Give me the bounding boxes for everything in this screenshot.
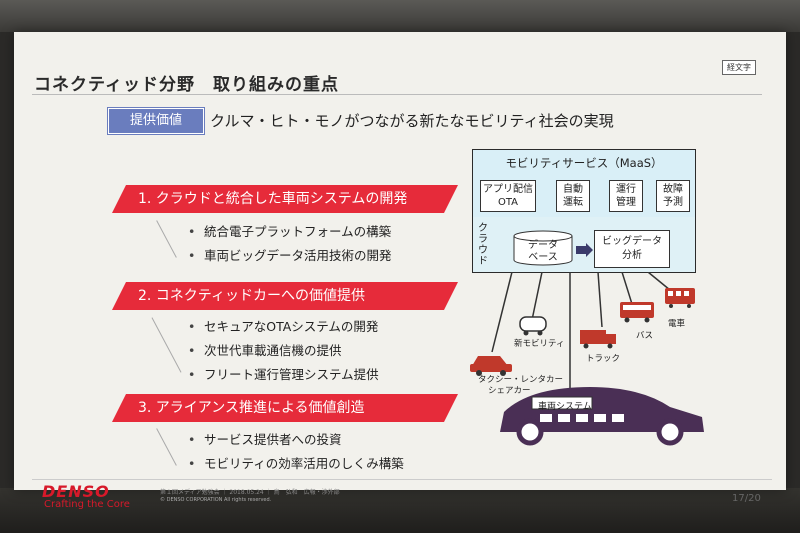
service-label: 自動 bbox=[563, 184, 583, 195]
denso-logo: DENSO bbox=[42, 482, 110, 501]
page-number: 17/20 bbox=[732, 493, 761, 504]
bullet-item: 統合電子プラットフォームの構築 bbox=[186, 220, 392, 244]
maas-box: モビリティサービス（MaaS） アプリ配信 OTA 自動 運転 運行 管理 故障… bbox=[472, 149, 696, 219]
section-heading-2: 2. コネクティッドカーへの価値提供 bbox=[112, 282, 458, 310]
service-label: 管理 bbox=[616, 197, 636, 208]
new-mobility-label: 新モビリティ bbox=[514, 339, 565, 349]
service-label: 予測 bbox=[663, 197, 683, 208]
truck-label: トラック bbox=[586, 354, 621, 364]
bullet-item: サービス提供者への投資 bbox=[186, 428, 404, 452]
service-failure-predict: 故障 予測 bbox=[656, 180, 690, 212]
service-autonomous: 自動 運転 bbox=[556, 180, 590, 212]
service-label: 故障 bbox=[663, 184, 683, 195]
slide-title: コネクティッド分野 取り組みの重点 bbox=[34, 75, 339, 95]
footer-divider bbox=[32, 479, 772, 480]
section-heading-3: 3. アライアンス推進による価値創造 bbox=[112, 394, 458, 422]
service-app-ota: アプリ配信 OTA bbox=[480, 180, 536, 212]
service-label: アプリ配信 bbox=[483, 184, 533, 195]
taxi-label: タクシー・レンタカー シェアカー bbox=[478, 375, 563, 397]
section-heading-1: 1. クラウドと統合した車両システムの開発 bbox=[112, 185, 458, 213]
maas-title: モビリティサービス（MaaS） bbox=[505, 156, 663, 170]
bigdata-label: ビッグデータ bbox=[602, 236, 662, 247]
service-label: 運転 bbox=[563, 197, 583, 208]
bigdata-box: ビッグデータ 分析 bbox=[594, 230, 670, 268]
taxi-label-line: シェアカー bbox=[488, 386, 531, 396]
truck-icon bbox=[580, 330, 616, 349]
bullet-item: 次世代車載通信機の提供 bbox=[186, 339, 379, 363]
title-divider bbox=[32, 94, 762, 95]
arrow-right-icon bbox=[576, 243, 593, 257]
footer-copyright: © DENSO CORPORATION All rights reserved. bbox=[160, 497, 272, 503]
service-label: 運行 bbox=[616, 184, 636, 195]
section-2-bullets: セキュアなOTAシステムの開発 次世代車載通信機の提供 フリート運行管理システム… bbox=[186, 315, 379, 387]
database-label-line: データ bbox=[528, 240, 558, 251]
logo-tagline: Crafting the Core bbox=[44, 499, 130, 510]
bullet-item: モビリティの効率活用のしくみ構築 bbox=[186, 452, 404, 476]
database-icon bbox=[513, 230, 573, 266]
bullet-item: セキュアなOTAシステムの開発 bbox=[186, 315, 379, 339]
value-statement: クルマ・ヒト・モノがつながる新たなモビリティ社会の実現 bbox=[210, 112, 614, 130]
bus-label: バス bbox=[636, 331, 654, 341]
train-label: 電車 bbox=[668, 319, 686, 329]
section-connector bbox=[156, 220, 177, 258]
cloud-label: クラウド bbox=[478, 223, 488, 267]
section-connector bbox=[151, 317, 182, 373]
wall-background bbox=[0, 0, 800, 32]
floor-background bbox=[0, 488, 800, 533]
section-connector bbox=[156, 428, 177, 466]
train-icon bbox=[665, 288, 695, 308]
car-system-label: 車両システム bbox=[538, 402, 592, 412]
bullet-item: フリート運行管理システム提供 bbox=[186, 363, 379, 387]
database-label-line: ベース bbox=[528, 252, 558, 263]
slide-tag: 経文字 bbox=[722, 60, 756, 75]
new-mobility-icon bbox=[519, 316, 547, 336]
service-label: OTA bbox=[497, 197, 519, 208]
database-label: データ ベース bbox=[527, 240, 559, 264]
taxi-icon bbox=[470, 356, 512, 376]
bullet-item: 車両ビッグデータ活用技術の開発 bbox=[186, 244, 392, 268]
car-icon bbox=[500, 387, 704, 446]
bigdata-label: 分析 bbox=[622, 250, 642, 261]
value-label: 提供価値 bbox=[108, 108, 204, 134]
bus-icon bbox=[620, 302, 654, 323]
section-3-bullets: サービス提供者への投資 モビリティの効率活用のしくみ構築 bbox=[186, 428, 404, 476]
vehicle-diagram bbox=[470, 272, 704, 446]
taxi-label-line: タクシー・レンタカー bbox=[478, 375, 564, 385]
section-1-bullets: 統合電子プラットフォームの構築 車両ビッグデータ活用技術の開発 bbox=[186, 220, 392, 268]
footer-info: 第１回メディア勉強会 ｜ 2018.05.24 ｜ 鳥 弘和 広報・渉外部 bbox=[160, 489, 340, 496]
service-operation: 運行 管理 bbox=[609, 180, 643, 212]
